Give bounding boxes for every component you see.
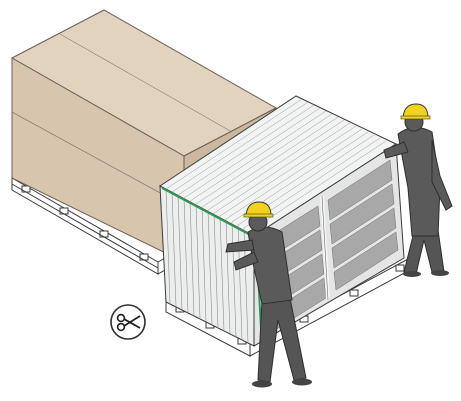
- scissors-icon: [111, 305, 145, 339]
